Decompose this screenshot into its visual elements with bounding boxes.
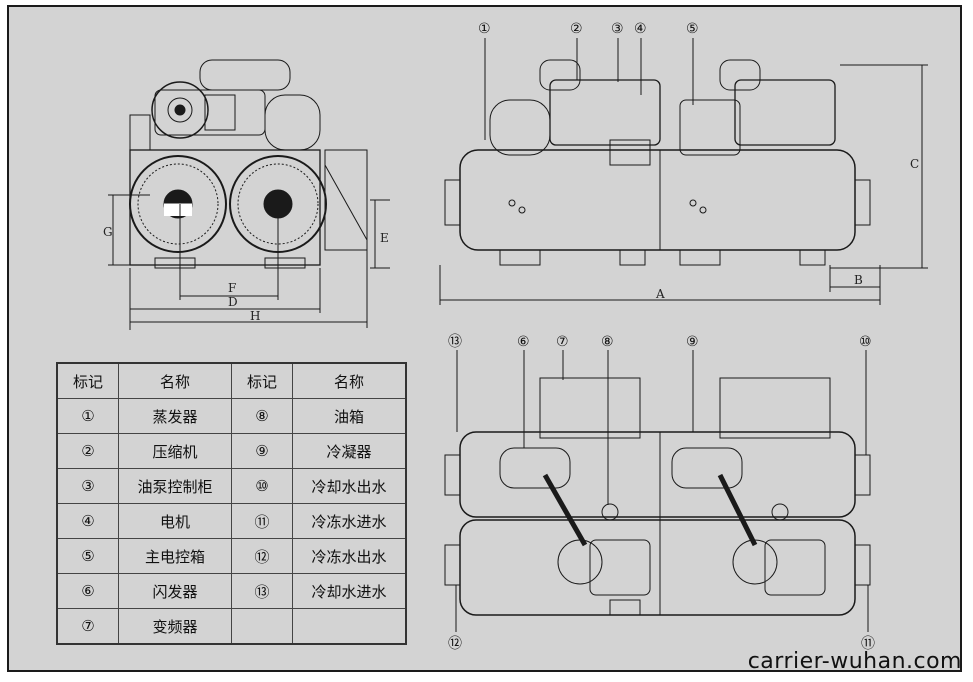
legend-mark: ⑦ bbox=[56, 608, 119, 645]
dim-label-f: F bbox=[228, 281, 236, 295]
legend-name: 冷却水进水 bbox=[292, 573, 407, 609]
legend-name: 油箱 bbox=[292, 398, 407, 434]
legend-mark: ① bbox=[56, 398, 119, 434]
legend-name: 油泵控制柜 bbox=[118, 468, 232, 504]
legend-row: ④ 电机 ⑪ 冷冻水进水 bbox=[56, 503, 407, 539]
legend-name: 蒸发器 bbox=[118, 398, 232, 434]
legend-row: ⑦ 变频器 bbox=[56, 608, 407, 645]
dim-label-e: E bbox=[380, 231, 389, 245]
legend-row: ⑤ 主电控箱 ⑫ 冷冻水出水 bbox=[56, 538, 407, 574]
legend-header-mark2: 标记 bbox=[231, 362, 293, 399]
legend-header-mark: 标记 bbox=[56, 362, 119, 399]
legend-row: ① 蒸发器 ⑧ 油箱 bbox=[56, 398, 407, 434]
callout-1: ① bbox=[478, 21, 491, 37]
legend-name: 主电控箱 bbox=[118, 538, 232, 574]
callout-4: ④ bbox=[634, 21, 647, 37]
callout-13: ⑬ bbox=[448, 334, 462, 350]
legend-name: 冷却水出水 bbox=[292, 468, 407, 504]
callout-10: ⑩ bbox=[859, 334, 872, 350]
end-view bbox=[108, 59, 390, 330]
legend-mark: ⑬ bbox=[231, 573, 293, 609]
callout-12: ⑫ bbox=[448, 636, 462, 652]
legend-name: 冷冻水进水 bbox=[292, 503, 407, 539]
plan-view bbox=[444, 350, 871, 632]
side-view bbox=[439, 38, 928, 305]
dim-label-c: C bbox=[910, 157, 919, 171]
dim-label-g: G bbox=[103, 225, 113, 239]
legend-table: 标记 名称 标记 名称 ① 蒸发器 ⑧ 油箱 ② 压缩机 ⑨ 冷凝器 ③ 油泵控… bbox=[56, 362, 407, 645]
legend-mark: ⑥ bbox=[56, 573, 119, 609]
legend-header-name2: 名称 bbox=[292, 362, 407, 399]
legend-name: 电机 bbox=[118, 503, 232, 539]
legend-row: ③ 油泵控制柜 ⑩ 冷却水出水 bbox=[56, 468, 407, 504]
legend-mark: ⑩ bbox=[231, 468, 293, 504]
callout-7: ⑦ bbox=[556, 334, 569, 350]
legend-mark: ⑫ bbox=[231, 538, 293, 574]
callout-3: ③ bbox=[611, 21, 624, 37]
callout-5: ⑤ bbox=[686, 21, 699, 37]
legend-name bbox=[292, 608, 407, 645]
legend-row: ② 压缩机 ⑨ 冷凝器 bbox=[56, 433, 407, 469]
dim-label-d: D bbox=[228, 295, 238, 309]
legend-name: 压缩机 bbox=[118, 433, 232, 469]
legend-name: 冷冻水出水 bbox=[292, 538, 407, 574]
legend-mark: ⑧ bbox=[231, 398, 293, 434]
legend-name: 闪发器 bbox=[118, 573, 232, 609]
legend-mark: ② bbox=[56, 433, 119, 469]
dim-label-b: B bbox=[854, 273, 863, 287]
dim-label-a: A bbox=[655, 287, 665, 301]
legend-mark: ③ bbox=[56, 468, 119, 504]
legend-mark: ⑪ bbox=[231, 503, 293, 539]
legend-header-row: 标记 名称 标记 名称 bbox=[56, 362, 407, 399]
legend-row: ⑥ 闪发器 ⑬ 冷却水进水 bbox=[56, 573, 407, 609]
callout-2: ② bbox=[570, 21, 583, 37]
callout-11: ⑪ bbox=[861, 636, 875, 652]
callout-6: ⑥ bbox=[517, 334, 530, 350]
legend-mark: ④ bbox=[56, 503, 119, 539]
legend-name: 变频器 bbox=[118, 608, 232, 645]
legend-name: 冷凝器 bbox=[292, 433, 407, 469]
legend-mark: ⑨ bbox=[231, 433, 293, 469]
legend-header-name: 名称 bbox=[118, 362, 232, 399]
watermark-text: carrier-wuhan.com bbox=[747, 649, 962, 674]
dim-label-h: H bbox=[250, 309, 260, 323]
legend-mark bbox=[231, 608, 293, 645]
legend-mark: ⑤ bbox=[56, 538, 119, 574]
callout-9: ⑨ bbox=[686, 334, 699, 350]
callout-8: ⑧ bbox=[601, 334, 614, 350]
